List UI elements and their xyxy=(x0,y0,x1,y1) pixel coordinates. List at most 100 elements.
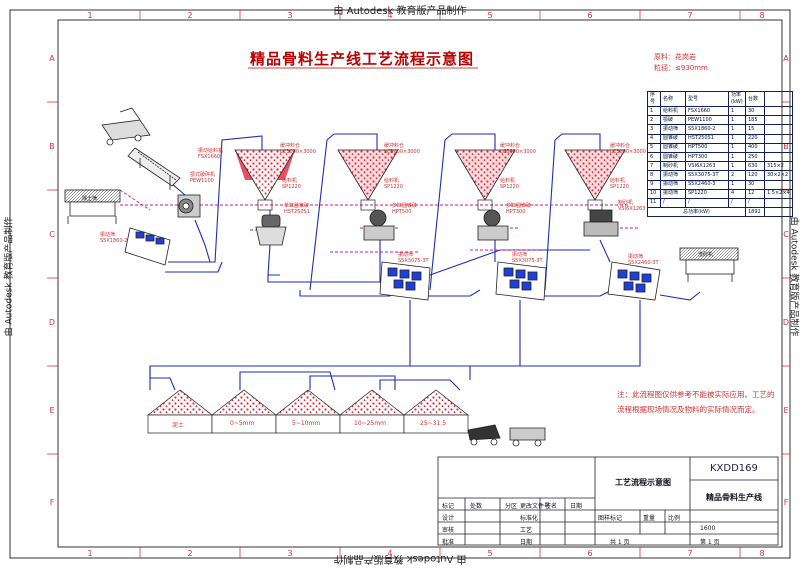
table-cell: 2 xyxy=(729,171,746,180)
jaw-crusher-icon xyxy=(178,195,200,217)
table-cell: 2 xyxy=(648,116,661,125)
titleblock-text: 日期 xyxy=(570,501,582,510)
diagram-title: 精品骨料生产线工艺流程示意图 xyxy=(250,48,474,69)
table-cell: 4 xyxy=(648,134,661,143)
table-cell: 1 xyxy=(729,162,746,171)
pile-label: 泥土 xyxy=(172,420,184,429)
table-cell: S5X1860-2 xyxy=(686,125,729,134)
cone-crusher-2-icon xyxy=(364,210,394,240)
table-cell xyxy=(765,143,793,152)
table-header-row: 序号 名称 型号 功率(kW) 台数 xyxy=(648,92,793,107)
watermark-left: 由 Autodesk 教育版产品制作 xyxy=(2,207,15,347)
table-cell: 4 xyxy=(729,189,746,198)
table-cell: HPT500 xyxy=(686,143,729,152)
table-cell: 制砂机 xyxy=(661,162,686,171)
project-name: 精品骨料生产线 xyxy=(706,492,762,503)
table-cell: 250 xyxy=(746,152,765,161)
haul-truck-icon xyxy=(510,428,545,446)
table-cell: FSX1660 xyxy=(686,107,729,116)
table-cell: 振动筛 xyxy=(661,180,686,189)
table-cell: 5 xyxy=(648,143,661,152)
table-cell xyxy=(765,116,793,125)
table-cell: 9 xyxy=(648,180,661,189)
drawing-code: KXDD169 xyxy=(710,463,758,474)
row-label: D xyxy=(49,318,55,327)
watermark-bottom: 由 Autodesk 教育版产品制作 xyxy=(0,553,800,568)
table-row: 11//// xyxy=(648,198,793,207)
table-cell: 圆锥破 xyxy=(661,152,686,161)
table-cell: 1 xyxy=(729,152,746,161)
cone-crusher-3-icon xyxy=(478,210,508,240)
label-washer: 洗砂机 xyxy=(698,252,713,258)
table-total-row: 总功率(kW) 1892 xyxy=(648,208,793,217)
total-value: 1892 xyxy=(746,208,765,217)
table-cell: 30 xyxy=(746,107,765,116)
table-cell xyxy=(765,180,793,189)
table-cell: HPT300 xyxy=(686,152,729,161)
table-cell: 颚破 xyxy=(661,116,686,125)
row-label: A xyxy=(783,54,789,63)
table-cell: 185 xyxy=(746,116,765,125)
total-empty xyxy=(765,208,793,217)
watermark-right: 由 Autodesk 教育版产品制作 xyxy=(789,207,800,347)
titleblock-text: 工艺 xyxy=(520,525,532,534)
titleblock-text: 处数 xyxy=(470,501,482,510)
titleblock-text: 1600 xyxy=(700,525,715,532)
titleblock-text: 日期 xyxy=(520,537,532,546)
pile-label: 0~5mm xyxy=(230,420,254,427)
titleblock-text: 共 1 页 xyxy=(610,537,630,546)
titleblock-text: 第 1 页 xyxy=(700,537,720,546)
table-header: 序号 xyxy=(648,92,661,107)
watermark-top: 由 Autodesk 教育版产品制作 xyxy=(0,2,800,17)
pile-label: 5~10mm xyxy=(292,420,320,427)
table-cell: 30×2×2 xyxy=(765,171,793,180)
pile-label: 25~31.5 xyxy=(420,420,446,427)
titleblock-text: 比例 xyxy=(668,513,680,522)
table-cell: 1 xyxy=(729,180,746,189)
table-cell: / xyxy=(686,198,729,207)
table-cell: 1 xyxy=(729,107,746,116)
table-cell: 1 xyxy=(729,116,746,125)
titleblock-text: 分区 xyxy=(505,501,517,510)
dump-truck-icon xyxy=(102,108,150,145)
table-header-extra xyxy=(765,92,793,107)
table-cell: 1 xyxy=(729,125,746,134)
sand-maker-icon xyxy=(584,210,618,236)
table-cell: 圆锥破 xyxy=(661,134,686,143)
table-cell: 振动筛 xyxy=(661,125,686,134)
table-cell: 30 xyxy=(746,180,765,189)
table-cell: 220 xyxy=(746,134,765,143)
total-label: 总功率(kW) xyxy=(648,208,746,217)
table-cell: / xyxy=(661,198,686,207)
table-cell: HST250S1 xyxy=(686,134,729,143)
table-cell: S5X3075-3T xyxy=(686,171,729,180)
table-cell xyxy=(765,152,793,161)
table-cell: 振动筛 xyxy=(661,189,686,198)
table-header: 台数 xyxy=(746,92,765,107)
table-cell: VSI6X1263 xyxy=(686,162,729,171)
table-header: 名称 xyxy=(661,92,686,107)
titleblock-text: 图样标记 xyxy=(598,513,622,522)
table-cell: 15 xyxy=(746,125,765,134)
table-cell: 8 xyxy=(648,171,661,180)
